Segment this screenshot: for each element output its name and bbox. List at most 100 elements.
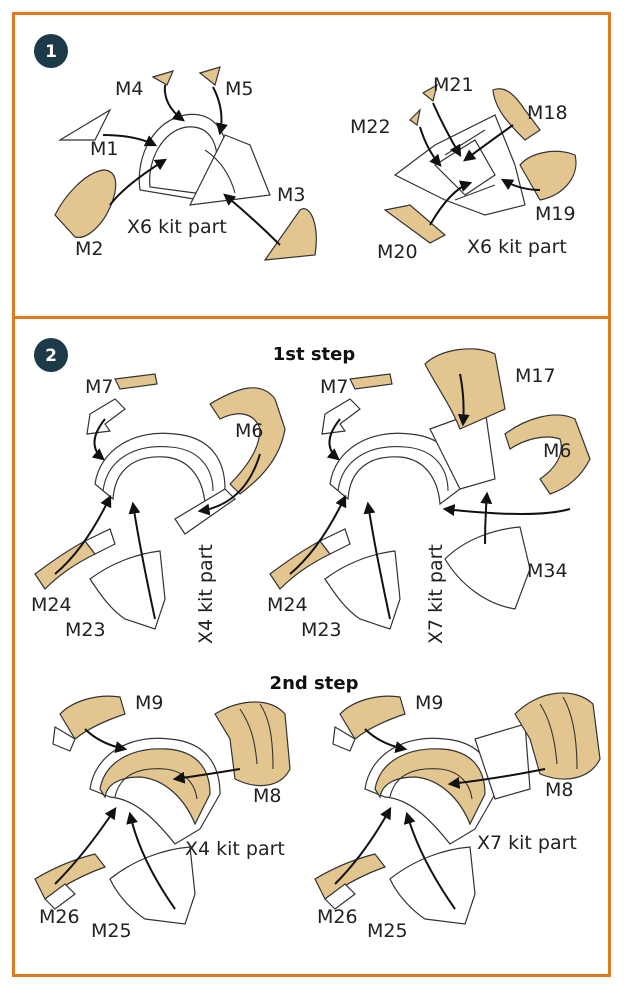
label-m4: M4	[115, 78, 143, 100]
part-m34	[444, 526, 531, 610]
x6-kit-part-left	[138, 113, 271, 206]
arrow-m26-b	[334, 806, 392, 885]
arrow-m3	[223, 193, 281, 246]
badge-1: 1	[34, 34, 68, 68]
arrow-m4	[163, 84, 185, 122]
label-m5: M5	[225, 78, 253, 100]
arrow-m8-a	[172, 768, 241, 784]
arrow-m23-a	[128, 501, 156, 620]
part-m9-a-tip	[52, 726, 76, 752]
label-m21: M21	[433, 74, 474, 96]
panel-step-1: 1 M4 M5 M1 M2 M3 X6 kit par	[12, 12, 611, 319]
panel-2-diagram: .arr2{fill:none;stroke:#111;stroke-width…	[31, 338, 601, 942]
label-kit-part-step1-right: X7 kit part	[425, 544, 447, 644]
label-m34: M34	[527, 560, 568, 582]
label-m6-b: M6	[543, 440, 571, 462]
arrow-m2	[109, 158, 168, 206]
panel-step-2: .arr2{fill:none;stroke:#111;stroke-width…	[12, 319, 611, 977]
badge-2: 2	[34, 338, 68, 372]
arrow-m24-b	[289, 494, 347, 575]
arrow-m5	[212, 86, 228, 136]
label-m6-a: M6	[235, 420, 263, 442]
arrow-m9-b	[364, 728, 408, 753]
arrow-m25-a	[126, 811, 176, 910]
arrow-m17	[457, 373, 470, 427]
arrow-m19	[500, 178, 541, 191]
arrow-m34	[480, 491, 493, 545]
arrow-m1	[102, 134, 158, 147]
label-m22: M22	[350, 116, 391, 138]
arrow-m22	[419, 126, 442, 167]
part-m19	[519, 150, 577, 201]
part-m3	[263, 208, 317, 261]
label-m1: M1	[90, 138, 118, 160]
arrow-m7-a	[91, 418, 106, 461]
part-m8-a	[214, 701, 291, 787]
part-m6-a	[209, 387, 286, 495]
part-m7-a-tan	[114, 373, 158, 390]
part-m25-a	[109, 846, 196, 925]
label-m23-b: M23	[301, 619, 342, 641]
label-kit-part-right: X6 kit part	[467, 236, 567, 258]
label-kit-part-step1-left: X4 kit part	[195, 544, 217, 644]
part-m4	[151, 70, 175, 86]
label-kit-part-step2-left: X4 kit part	[185, 838, 285, 860]
arrow-m8-b	[447, 768, 546, 789]
label-m18: M18	[527, 102, 568, 124]
part-m5	[198, 66, 221, 87]
arrow-m7-b	[326, 418, 341, 461]
part-m21	[421, 83, 438, 103]
part-m20	[383, 204, 447, 244]
arrow-m24-a	[54, 494, 112, 575]
part-m18	[492, 88, 541, 141]
label-m26-b: M26	[317, 906, 358, 928]
part-m24-a-tip	[84, 528, 116, 555]
label-m8-b: M8	[545, 779, 573, 801]
part-m26-b-tip	[324, 883, 356, 910]
part-m7-b-tan	[349, 373, 393, 390]
label-m25-a: M25	[91, 920, 132, 942]
part-m24-b-tip	[319, 528, 351, 555]
label-m9-b: M9	[415, 692, 443, 714]
label-m17: M17	[515, 365, 556, 387]
arrow-m6-a	[197, 453, 261, 516]
label-m19: M19	[535, 203, 576, 225]
label-m7-a: M7	[85, 376, 113, 398]
part-m6-b	[504, 414, 591, 495]
label-m8-a: M8	[253, 785, 281, 807]
part-m8-b	[514, 692, 601, 780]
arrow-m6-b	[442, 504, 571, 517]
svg-text:2: 2	[45, 346, 57, 366]
part-m26-a-tip	[44, 883, 76, 910]
label-m25-b: M25	[367, 920, 408, 942]
label-m23-a: M23	[65, 619, 106, 641]
arrow-m9-a	[84, 728, 128, 753]
label-m24-b: M24	[267, 594, 308, 616]
arrow-m23-b	[363, 501, 391, 620]
arrow-m20	[429, 180, 473, 226]
label-m3: M3	[277, 184, 305, 206]
part-m7-a	[86, 398, 126, 435]
part-m7-b	[321, 398, 361, 435]
label-kit-part-left: X6 kit part	[127, 216, 227, 238]
x7-kit-part-step2	[364, 723, 531, 845]
arrow-m26-a	[54, 807, 117, 885]
label-m24-a: M24	[31, 594, 72, 616]
label-m2: M2	[75, 238, 103, 260]
part-m23-a	[89, 550, 166, 630]
step-2-title: 2nd step	[270, 673, 359, 694]
x4-kit-part-step2	[89, 737, 221, 845]
part-m17	[424, 348, 506, 430]
label-m9-a: M9	[135, 692, 163, 714]
label-m20: M20	[377, 241, 418, 263]
part-m9-b	[339, 695, 406, 740]
arrow-m18	[463, 124, 514, 162]
part-m23-b	[324, 550, 401, 630]
label-kit-part-step2-right: X7 kit part	[477, 832, 577, 854]
label-m7-b: M7	[320, 376, 348, 398]
svg-text:1: 1	[45, 42, 57, 62]
arrow-m21	[432, 102, 462, 158]
part-m9-b-tip	[332, 726, 356, 752]
part-m22	[409, 108, 421, 127]
